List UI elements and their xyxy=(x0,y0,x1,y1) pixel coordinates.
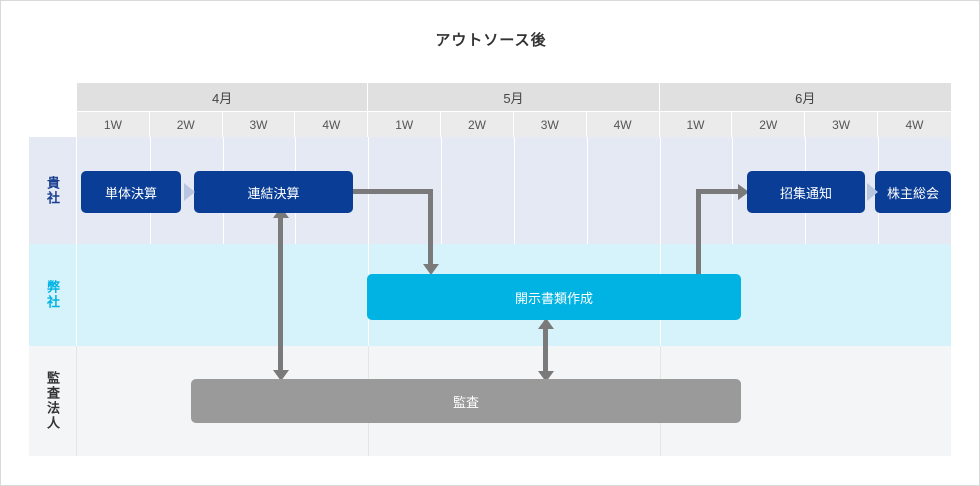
task-bar-label: 招集通知 xyxy=(779,185,832,201)
week-label: 4W xyxy=(613,117,632,132)
task-bar-kaiji-shorui-sakusei[interactable]: 開示書類作成 xyxy=(367,274,741,320)
month-label: 5月 xyxy=(503,90,524,106)
week-header-5-2w: 2W xyxy=(441,111,514,137)
chevron-right-icon-shoshu-to-soukai xyxy=(867,183,878,201)
connector-renketsu-to-kaiji-horizontal xyxy=(353,189,433,194)
row-label-text: 弊社 xyxy=(45,280,60,310)
week-header-5-1w: 1W xyxy=(368,111,442,137)
week-label: 1W xyxy=(395,117,414,132)
connector-kaiji-kansa-shaft xyxy=(543,327,548,377)
task-bar-label: 株主総会 xyxy=(886,185,939,201)
row-label-text: 監査法人 xyxy=(45,371,60,431)
chevron-right-icon-tantai-to-renketsu xyxy=(184,183,195,201)
task-bar-kabunushi-soukai[interactable]: 株主総会 xyxy=(875,171,951,213)
task-bar-label: 単体決算 xyxy=(104,185,157,201)
connector-renketsu-kansa-shaft xyxy=(278,216,283,376)
week-label: 1W xyxy=(103,117,122,132)
week-header-5-4w: 4W xyxy=(586,111,660,137)
week-header-4-2w: 2W xyxy=(149,111,223,137)
row-label-kisha: 貴社 xyxy=(29,137,77,244)
task-bar-label: 連結決算 xyxy=(247,185,300,201)
row-label-heisha: 弊社 xyxy=(29,244,77,346)
page-title: アウトソース後 xyxy=(435,32,547,49)
connector-kaiji-to-shoshu-horizontal xyxy=(696,189,744,194)
month-header-4: 4月 xyxy=(77,83,369,111)
task-bar-label: 監査 xyxy=(452,394,479,410)
week-label: 3W xyxy=(249,117,268,132)
connector-kaiji-to-shoshu-arrowhead xyxy=(738,183,749,200)
week-label: 4W xyxy=(322,117,341,132)
row-label-text: 貴社 xyxy=(45,175,60,206)
week-header-6-2w: 2W xyxy=(732,111,806,137)
week-header-4-4w: 4W xyxy=(295,111,369,137)
connector-kaiji-kansa-arrowhead-up xyxy=(537,318,554,329)
week-label: 3W xyxy=(540,117,559,132)
connector-renketsu-to-kaiji-vertical xyxy=(428,189,433,265)
task-bar-kansa[interactable]: 監査 xyxy=(191,379,741,423)
task-bar-renketsu-kessan[interactable]: 連結決算 xyxy=(194,171,353,213)
task-bar-shoshu-tsuchi[interactable]: 招集通知 xyxy=(747,171,865,213)
week-header-6-3w: 3W xyxy=(805,111,878,137)
week-label: 2W xyxy=(467,117,486,132)
week-header-4-1w: 1W xyxy=(77,111,150,137)
month-header-6: 6月 xyxy=(659,83,951,111)
week-label: 1W xyxy=(686,117,705,132)
connector-kaiji-kansa-arrowhead-down xyxy=(537,371,554,382)
row-label-kansahojin: 監査法人 xyxy=(29,346,77,456)
connector-renketsu-to-kaiji-arrowhead xyxy=(422,264,439,275)
week-label: 4W xyxy=(905,117,924,132)
connector-kaiji-to-shoshu-vertical xyxy=(696,189,701,299)
week-label: 2W xyxy=(176,117,195,132)
task-bar-label: 開示書類作成 xyxy=(514,290,593,306)
month-label: 6月 xyxy=(795,90,816,106)
week-header-6-4w: 4W xyxy=(878,111,951,137)
month-label: 4月 xyxy=(212,90,233,106)
month-header-5: 5月 xyxy=(368,83,660,111)
task-bar-tantai-kessan[interactable]: 単体決算 xyxy=(81,171,181,213)
week-label: 2W xyxy=(759,117,778,132)
connector-renketsu-kansa-arrowhead-down xyxy=(272,370,289,381)
week-header-6-1w: 1W xyxy=(659,111,733,137)
week-label: 3W xyxy=(832,117,851,132)
week-header-5-3w: 3W xyxy=(513,111,587,137)
week-header-4-3w: 3W xyxy=(222,111,296,137)
